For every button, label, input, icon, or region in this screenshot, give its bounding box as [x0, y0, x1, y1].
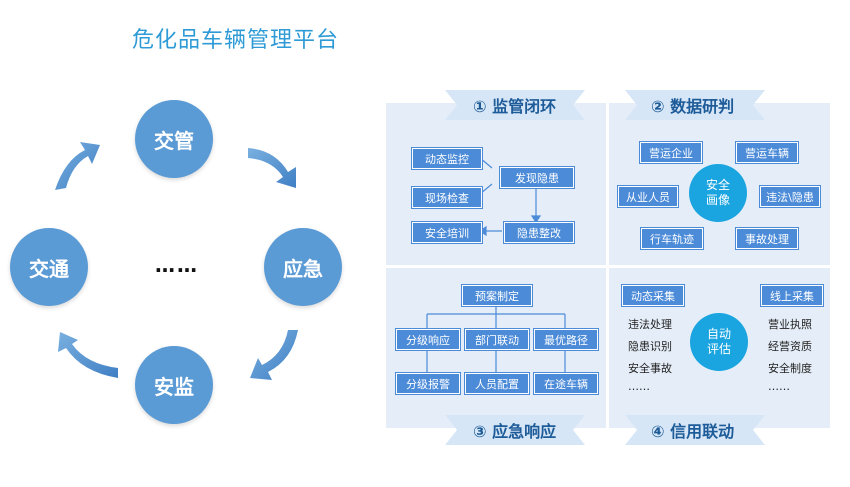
arrow-right-bottom	[250, 330, 298, 380]
q4-right-item-4: ……	[768, 380, 790, 393]
q3-box-staffing: 人员配置	[465, 373, 529, 394]
q4-center-circle: 自动 评估	[690, 313, 748, 371]
q4-left-item-4: ……	[628, 380, 650, 393]
q4-left-item-1: 违法处理	[628, 318, 672, 331]
arrow-left-top	[55, 142, 100, 190]
q4-header-dynamic: 动态采集	[622, 285, 684, 306]
q4-header-online: 线上采集	[761, 285, 823, 306]
q3-box-department-link: 部门联动	[465, 329, 529, 350]
banner-q1: ① 监管闭环	[445, 90, 585, 120]
cycle-arrows	[55, 142, 298, 380]
q3-box-optimal-route: 最优路径	[534, 329, 598, 350]
q1-box-hazard-rectify: 隐患整改	[504, 222, 574, 243]
q4-right-item-3: 安全制度	[768, 362, 812, 375]
q1-box-safety-training: 安全培训	[412, 222, 482, 243]
banner-q2: ② 数据研判	[625, 90, 765, 120]
banner-q3: ③ 应急响应	[445, 415, 585, 445]
q2-box-vehicle: 营运车辆	[736, 142, 798, 163]
cycle-node-left: 交通	[10, 228, 88, 306]
q2-box-accident: 事故处理	[736, 228, 798, 249]
q2-center-circle: 安全 画像	[689, 164, 747, 222]
q2-center-line1: 安全	[705, 178, 730, 192]
q2-box-track: 行车轨迹	[641, 228, 703, 249]
q2-center-line2: 画像	[705, 193, 730, 207]
q3-box-graded-alarm: 分级报警	[396, 373, 460, 394]
banner-q1-label: ① 监管闭环	[473, 97, 557, 116]
banner-q2-label: ② 数据研判	[651, 97, 735, 116]
q3-box-vehicles-in-transit: 在途车辆	[534, 373, 598, 394]
q2-box-personnel: 从业人员	[618, 186, 678, 207]
cycle-node-right: 应急	[264, 228, 342, 306]
q4-center-line1: 自动	[706, 327, 731, 341]
q4-right-item-1: 营业执照	[768, 318, 812, 331]
q3-box-graded-response: 分级响应	[396, 329, 460, 350]
q2-box-violation: 违法\隐患	[760, 186, 820, 207]
q4-center-line2: 评估	[706, 342, 731, 356]
page-title: 危化品车辆管理平台	[132, 28, 340, 53]
q4-left-item-3: 安全事故	[628, 362, 672, 375]
arrow-bottom-left	[58, 332, 118, 378]
banner-q4-label: ④ 信用联动	[651, 422, 735, 441]
q4-right-item-2: 经营资质	[768, 340, 812, 353]
banner-q4: ④ 信用联动	[625, 415, 765, 445]
q4-left-item-2: 隐患识别	[628, 340, 672, 353]
arrow-top-right	[248, 148, 296, 188]
cycle-ellipsis: ……	[155, 253, 199, 277]
q3-box-plan: 预案制定	[462, 285, 532, 306]
q1-box-dynamic-monitor: 动态监控	[412, 148, 482, 169]
q1-box-find-hazard: 发现隐患	[500, 167, 574, 188]
cycle-node-top: 交管	[135, 100, 213, 178]
q2-box-enterprise: 营运企业	[640, 142, 702, 163]
banner-q3-label: ③ 应急响应	[473, 422, 557, 441]
q1-box-site-inspection: 现场检查	[412, 187, 482, 208]
cycle-node-bottom: 安监	[135, 346, 213, 424]
